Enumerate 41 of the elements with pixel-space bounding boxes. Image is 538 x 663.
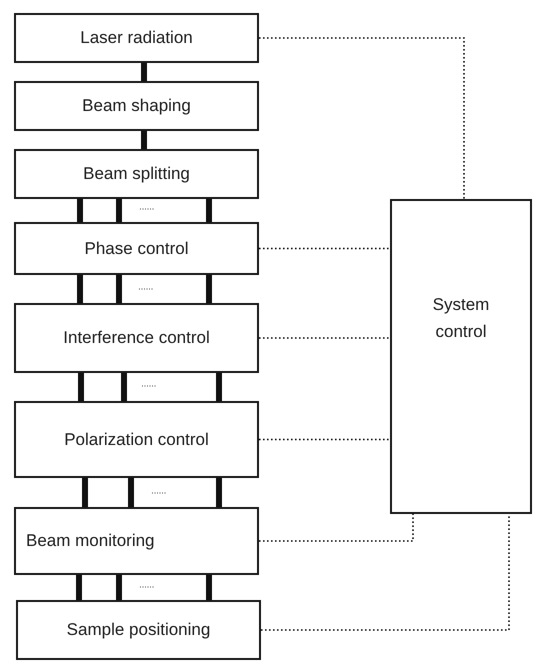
box-label: Beam monitoring — [26, 530, 155, 552]
box-label: Laser radiation — [80, 27, 193, 50]
beam-connector — [77, 275, 83, 303]
process-box — [14, 13, 259, 63]
beam-connector — [82, 478, 88, 507]
process-box — [14, 222, 259, 275]
control-line — [259, 438, 390, 440]
beam-connector — [116, 575, 122, 600]
control-line — [261, 514, 510, 631]
process-box — [14, 507, 259, 575]
beam-connector — [76, 575, 82, 600]
box-label: Sample positioning — [66, 619, 210, 642]
beam-connector — [206, 275, 212, 303]
process-box — [14, 303, 259, 373]
process-box — [14, 149, 259, 199]
process-box — [14, 401, 259, 478]
control-box — [390, 199, 532, 514]
beam-connector — [216, 478, 222, 507]
beam-connector — [116, 199, 122, 222]
process-box — [14, 81, 259, 131]
beam-connector — [116, 275, 122, 303]
beam-connector — [206, 575, 212, 600]
control-line — [259, 37, 465, 199]
control-line — [259, 514, 414, 542]
box-label: Beam shaping — [82, 95, 191, 118]
beam-connector — [216, 373, 222, 401]
box-label: Beam splitting — [83, 163, 190, 186]
beam-connector — [206, 199, 212, 222]
beam-connector — [141, 131, 147, 149]
box-label: Phase control — [84, 238, 188, 260]
box-label: Interference control — [63, 327, 210, 350]
beam-connector — [141, 63, 147, 81]
beam-connector — [77, 199, 83, 222]
process-box — [16, 600, 261, 660]
beam-connector — [121, 373, 127, 401]
beam-connector — [128, 478, 134, 507]
control-line — [259, 337, 390, 339]
control-line — [259, 248, 390, 250]
box-label: Polarization control — [64, 428, 209, 451]
box-label: System control — [432, 294, 490, 344]
beam-connector — [78, 373, 84, 401]
